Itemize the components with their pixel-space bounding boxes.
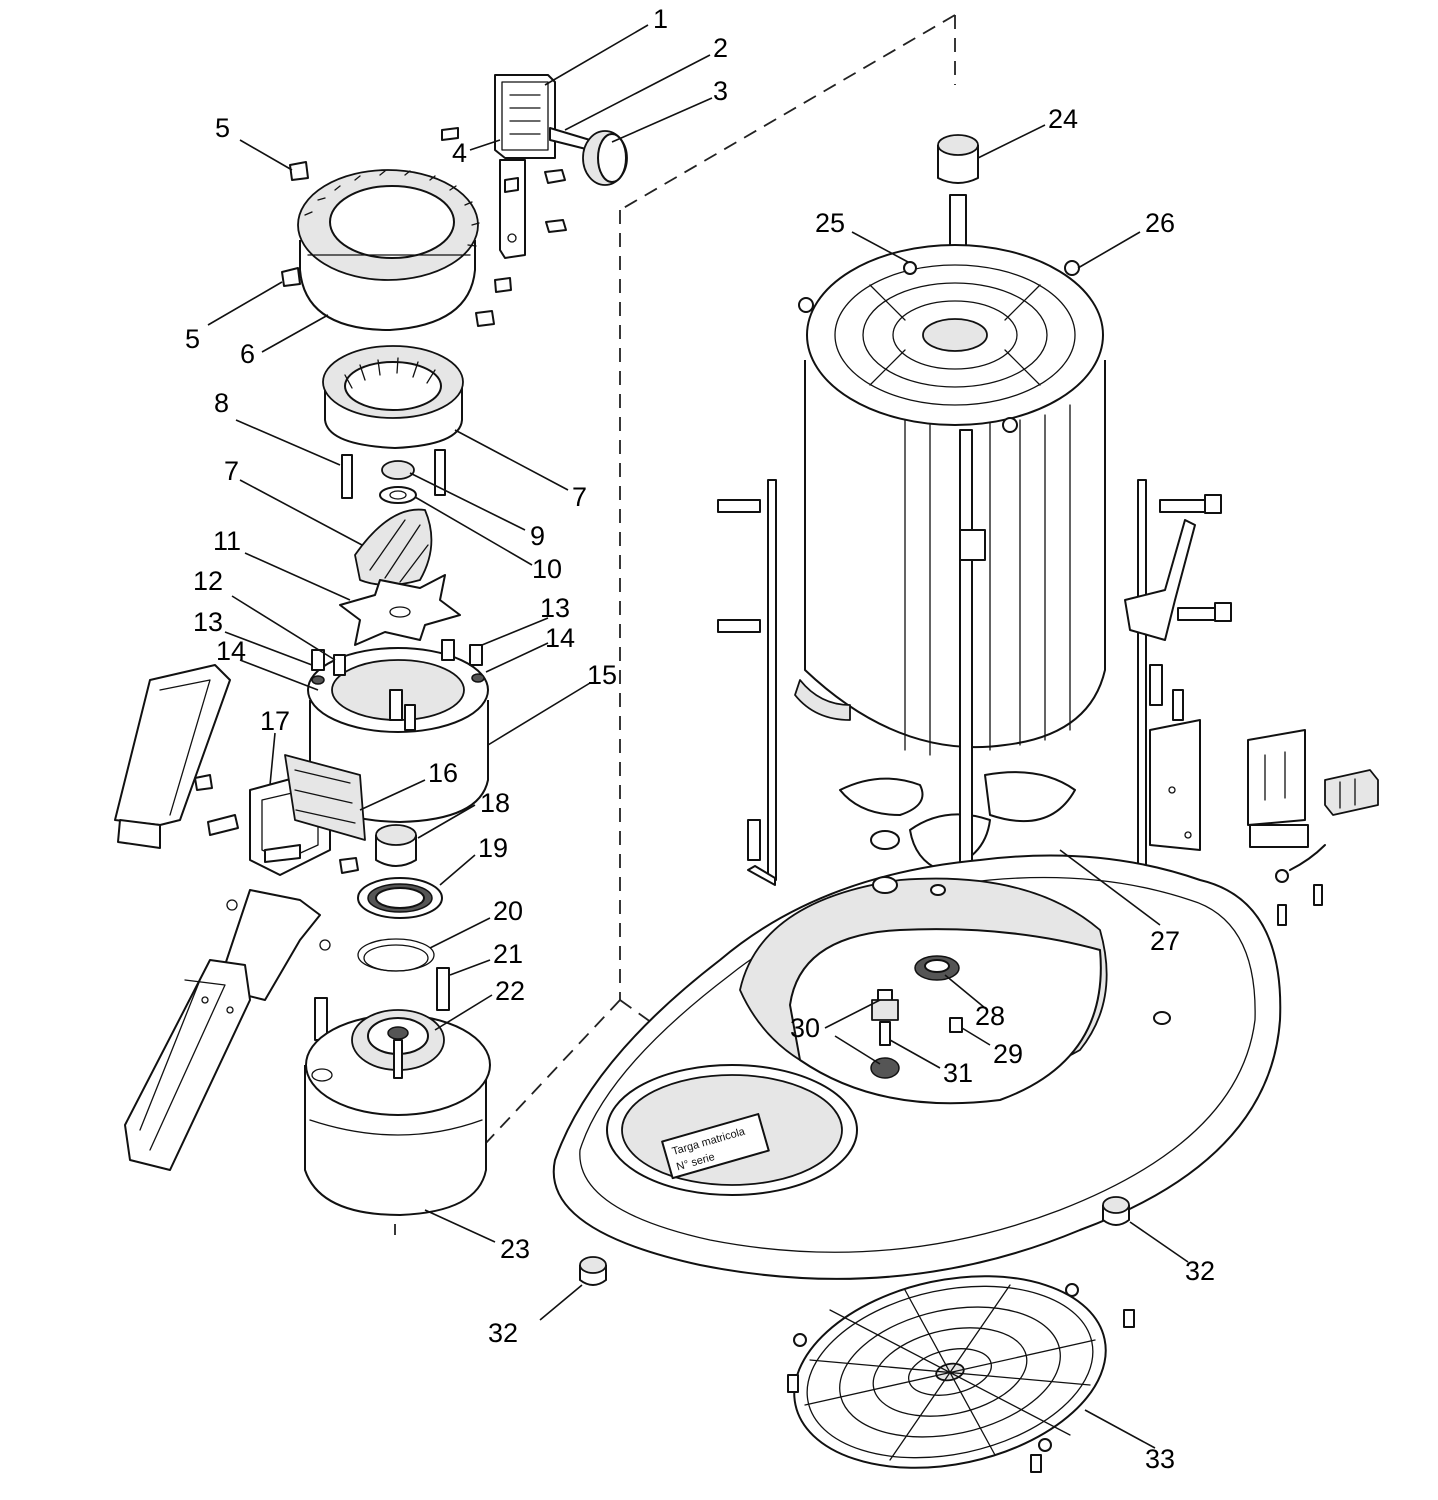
callout-31: 31 xyxy=(943,1058,973,1088)
callout-24: 24 xyxy=(1048,104,1078,134)
callout-32-left: 32 xyxy=(488,1318,518,1348)
callout-33: 33 xyxy=(1145,1444,1175,1474)
lower-bracket xyxy=(124,889,331,1171)
callout-21: 21 xyxy=(493,939,523,969)
callout-12: 12 xyxy=(193,566,223,596)
base-plate: Targa matricola N° serie xyxy=(552,830,1282,1280)
callout-13-left: 13 xyxy=(193,607,223,637)
callout-30: 30 xyxy=(790,1013,820,1043)
callout-23: 23 xyxy=(500,1234,530,1264)
bottom-grille xyxy=(787,1275,1135,1473)
motor-mounting-rods xyxy=(717,429,1232,946)
callout-2: 2 xyxy=(713,33,728,63)
burr-carrier xyxy=(307,639,489,823)
callout-29: 29 xyxy=(993,1039,1023,1069)
base-feet-fittings xyxy=(870,955,963,1079)
rubber-feet xyxy=(579,1196,1130,1286)
callout-3: 3 xyxy=(713,76,728,106)
leader-lines xyxy=(207,24,1189,1449)
callout-20: 20 xyxy=(493,896,523,926)
callout-7-left: 7 xyxy=(224,456,239,486)
callout-13-right: 13 xyxy=(540,593,570,623)
burr-screws xyxy=(341,449,446,504)
callout-32-right: 32 xyxy=(1185,1256,1215,1286)
microswitch-block xyxy=(194,754,366,876)
toothed-ring xyxy=(281,161,512,331)
callout-25: 25 xyxy=(815,208,845,238)
motor-base-housing xyxy=(304,1009,491,1216)
callout-8: 8 xyxy=(214,388,229,418)
callout-6: 6 xyxy=(240,339,255,369)
callout-1: 1 xyxy=(653,4,668,34)
callout-9: 9 xyxy=(530,521,545,551)
motor xyxy=(794,134,1106,871)
upper-burr xyxy=(322,345,464,449)
callout-19: 19 xyxy=(478,833,508,863)
callout-5-lower: 5 xyxy=(185,324,200,354)
nameplate: Targa matricola N° serie xyxy=(661,1113,770,1180)
electrical-components xyxy=(1149,719,1379,926)
callout-14-right: 14 xyxy=(545,623,575,653)
callout-4: 4 xyxy=(452,138,467,168)
impeller xyxy=(339,574,461,646)
adjustment-bracket-assembly xyxy=(441,74,628,259)
callout-labels: 1 2 3 4 5 5 6 7 7 8 9 10 11 12 13 13 14 … xyxy=(185,4,1215,1474)
dosing-chute xyxy=(114,664,231,849)
callout-26: 26 xyxy=(1145,208,1175,238)
callout-10: 10 xyxy=(532,554,562,584)
callout-7-right: 7 xyxy=(572,482,587,512)
callout-18: 18 xyxy=(480,788,510,818)
callout-5-upper: 5 xyxy=(215,113,230,143)
callout-22: 22 xyxy=(495,976,525,1006)
callout-11: 11 xyxy=(213,526,241,556)
callout-16: 16 xyxy=(428,758,458,788)
cone-burr xyxy=(354,508,433,586)
seal-stack xyxy=(314,824,450,1041)
callout-28: 28 xyxy=(975,1001,1005,1031)
callout-14-left: 14 xyxy=(216,636,246,666)
callout-27: 27 xyxy=(1150,926,1180,956)
callout-17: 17 xyxy=(260,706,290,736)
callout-15: 15 xyxy=(587,660,617,690)
